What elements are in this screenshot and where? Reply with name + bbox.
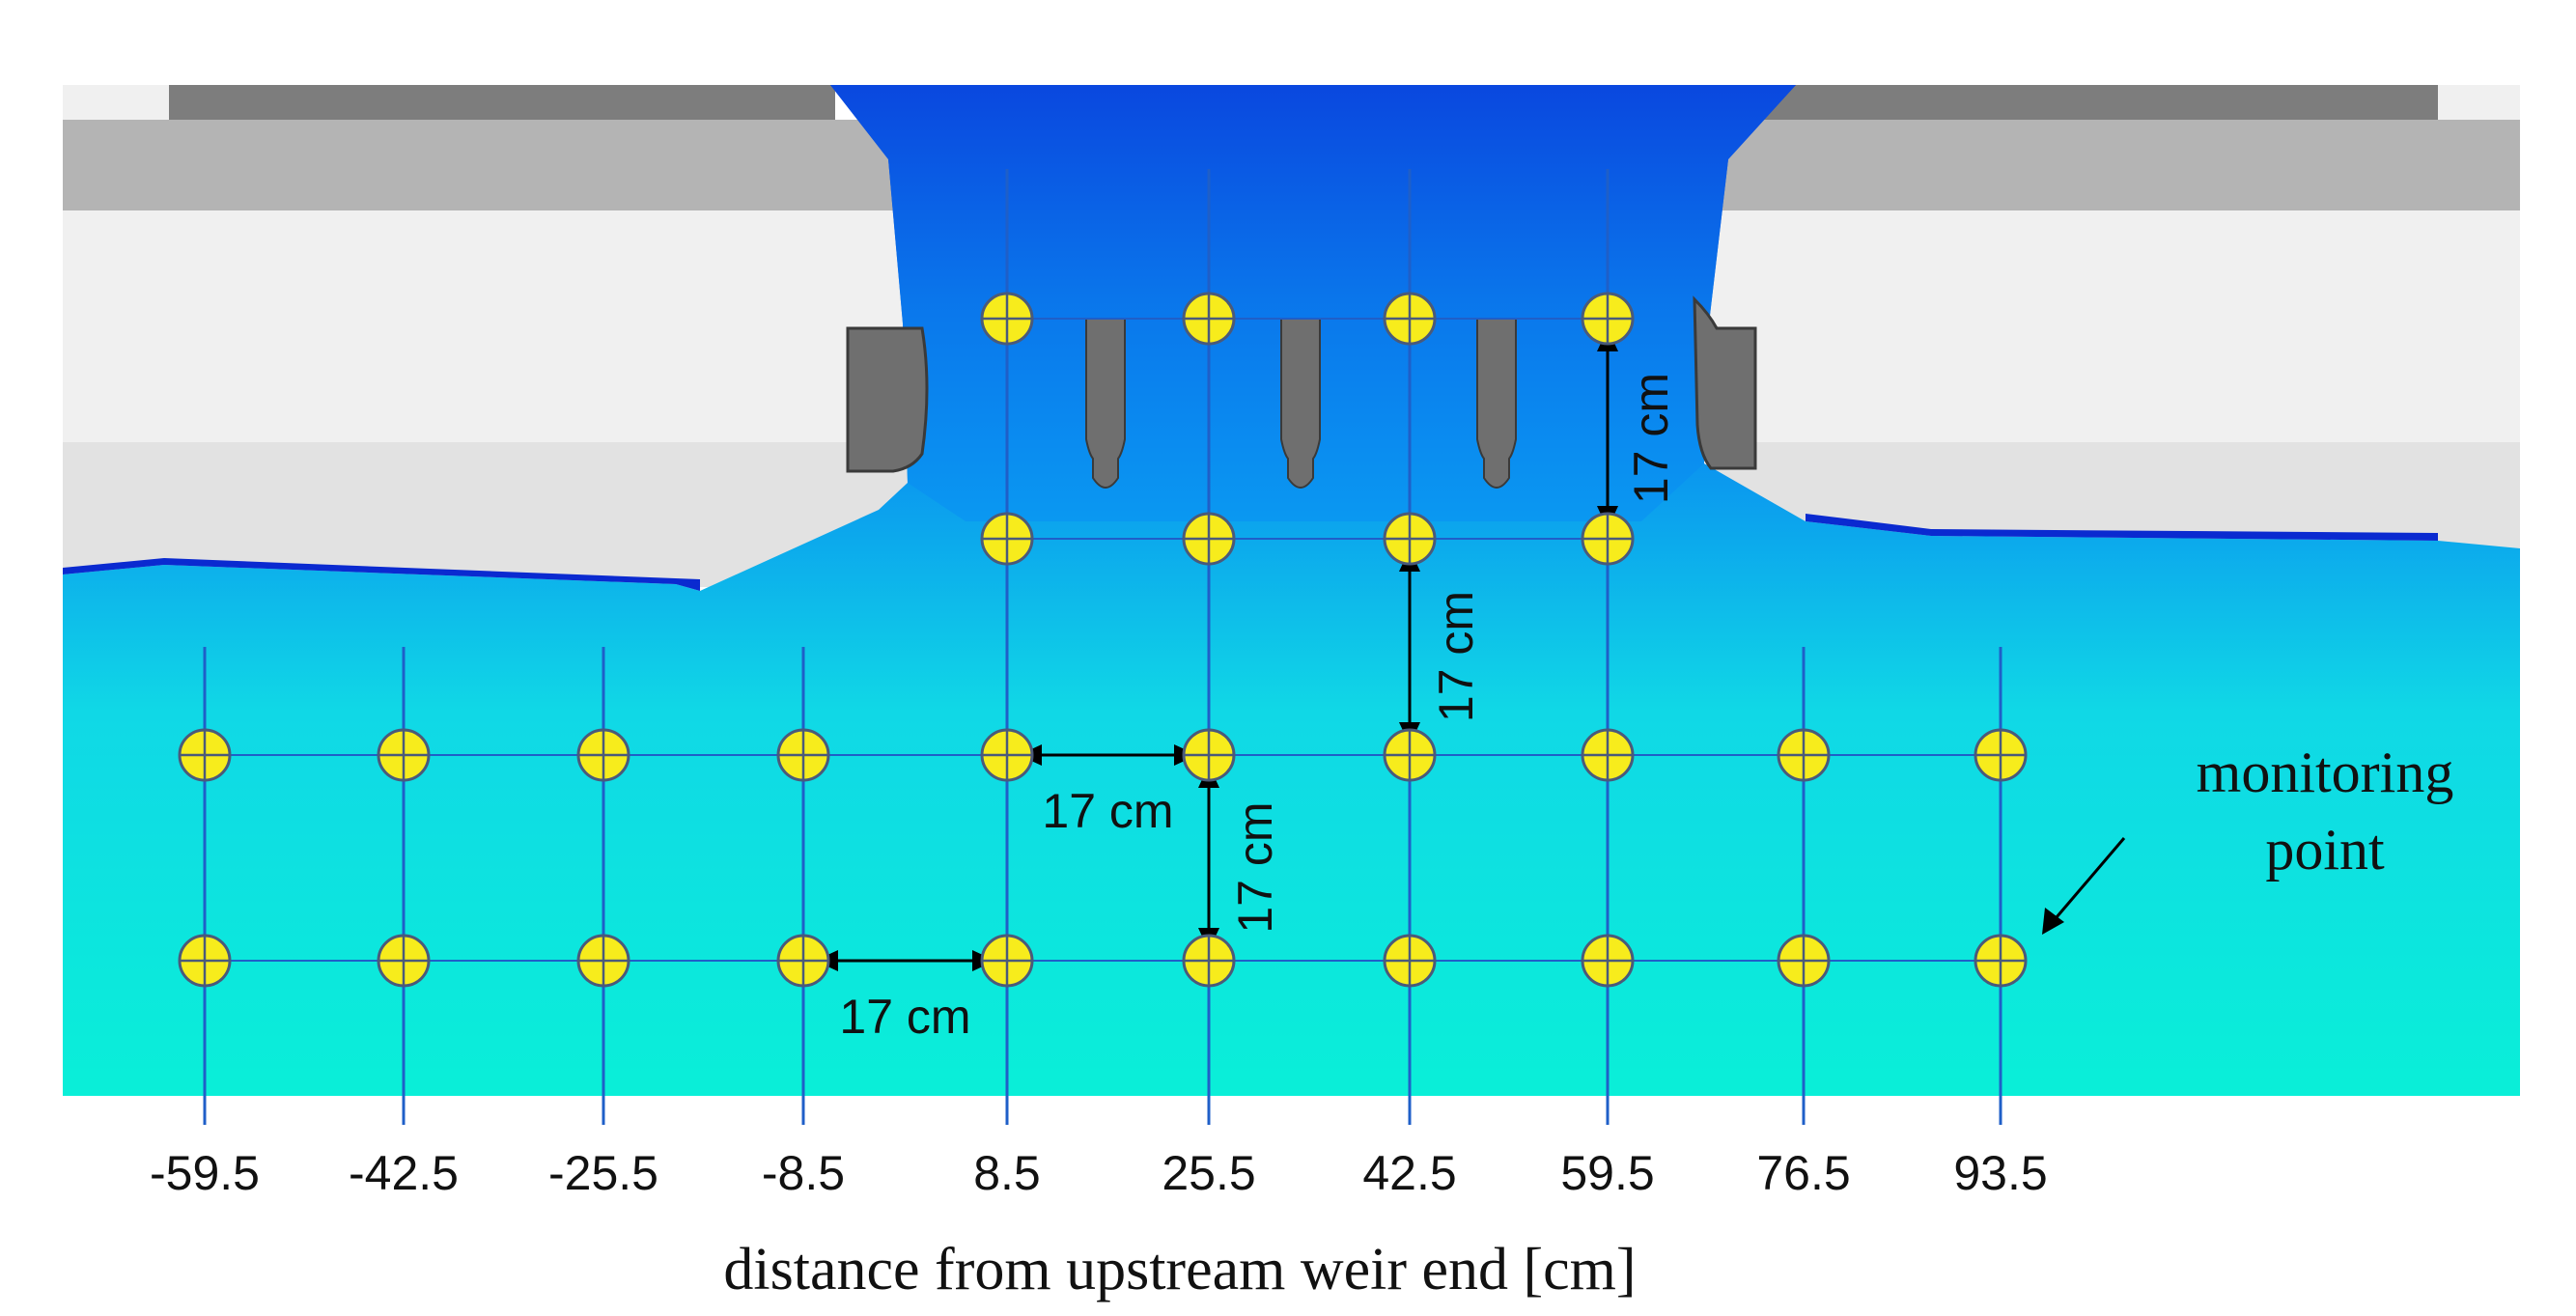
- monitoring-point: [576, 934, 630, 988]
- weir-slot-2: [1280, 318, 1321, 489]
- weir-slot-3: [1476, 318, 1517, 489]
- monitoring-point: [1974, 934, 2028, 988]
- wall-mid-left: [63, 120, 912, 210]
- wall-light-right: [1709, 210, 2520, 442]
- water-surface-region: [63, 85, 2520, 1096]
- monitoring-point: [1581, 292, 1635, 346]
- weir-slot-1: [1085, 318, 1126, 489]
- wall-top-light-left: [63, 85, 169, 120]
- wall-light-left: [63, 210, 912, 442]
- monitoring-point: [1974, 728, 2028, 782]
- weir-block-right: [1693, 295, 1757, 470]
- monitoring-point: [1182, 934, 1236, 988]
- water-flow: [63, 85, 2520, 1096]
- monitoring-point: [980, 512, 1034, 566]
- x-axis-title: distance from upstream weir end [cm]: [723, 1237, 1636, 1302]
- dimension-arrows: 17 cm 17 cm 17 cm 17 cm 17 cm: [815, 328, 1678, 1044]
- monitoring-point: [1777, 728, 1831, 782]
- surface-wave-left: [63, 558, 700, 591]
- wall-top-light-right: [2438, 85, 2520, 120]
- dim-label-horizontal-upper: 17 cm: [1042, 784, 1173, 838]
- annotation-line1: monitoring: [2197, 741, 2454, 804]
- surface-wave-right: [1806, 514, 2438, 541]
- monitoring-point: [1383, 934, 1437, 988]
- monitoring-point: [1581, 728, 1635, 782]
- monitoring-point: [1182, 728, 1236, 782]
- dim-label-horizontal-lower: 17 cm: [839, 990, 970, 1044]
- weir-block-left: [846, 326, 929, 473]
- monitoring-point: [980, 934, 1034, 988]
- x-tick-label: 25.5: [1162, 1146, 1255, 1200]
- annotation-arrowhead: [2042, 908, 2064, 935]
- monitoring-point: [178, 728, 232, 782]
- monitoring-point: [980, 728, 1034, 782]
- monitoring-point: [1777, 934, 1831, 988]
- x-tick-label: 42.5: [1362, 1146, 1456, 1200]
- wall-top-dark-right: [1728, 85, 2438, 120]
- x-axis-ticks: -59.5 -42.5 -25.5 -8.5 8.5 25.5 42.5 59.5 76.5 93…: [150, 1146, 2048, 1200]
- wall-mid-right: [1709, 120, 2520, 210]
- dim-label-center: 17 cm: [1429, 591, 1483, 722]
- monitoring-point: [1383, 512, 1437, 566]
- monitoring-point: [178, 934, 232, 988]
- monitoring-point: [1581, 934, 1635, 988]
- monitoring-point: [1182, 292, 1236, 346]
- monitoring-point: [1383, 292, 1437, 346]
- dim-label-top-right: 17 cm: [1624, 373, 1678, 504]
- monitoring-point: [776, 728, 830, 782]
- x-tick-label: -25.5: [548, 1146, 658, 1200]
- weir-structure: [846, 295, 1757, 489]
- monitoring-point: [776, 934, 830, 988]
- monitoring-point: [980, 292, 1034, 346]
- x-tick-label: -42.5: [349, 1146, 459, 1200]
- annotation-arrow: [2055, 837, 2126, 918]
- monitoring-point: [1383, 728, 1437, 782]
- monitoring-point-annotation: monitoring point: [2042, 741, 2453, 935]
- monitoring-point: [576, 728, 630, 782]
- monitoring-points: [178, 292, 2028, 988]
- x-tick-label: 59.5: [1560, 1146, 1654, 1200]
- x-tick-label: -59.5: [150, 1146, 260, 1200]
- x-tick-label: 93.5: [1953, 1146, 2047, 1200]
- monitoring-point: [377, 728, 431, 782]
- x-tick-label: 8.5: [973, 1146, 1041, 1200]
- monitoring-point: [1182, 512, 1236, 566]
- weir-channel-region: [830, 85, 1796, 521]
- x-tick-label: 76.5: [1756, 1146, 1850, 1200]
- annotation-line2: point: [2265, 818, 2385, 882]
- monitoring-point: [377, 934, 431, 988]
- monitoring-point: [1581, 512, 1635, 566]
- x-tick-label: -8.5: [762, 1146, 845, 1200]
- dim-label-lower: 17 cm: [1228, 801, 1282, 933]
- wall-top-dark-left: [169, 85, 835, 120]
